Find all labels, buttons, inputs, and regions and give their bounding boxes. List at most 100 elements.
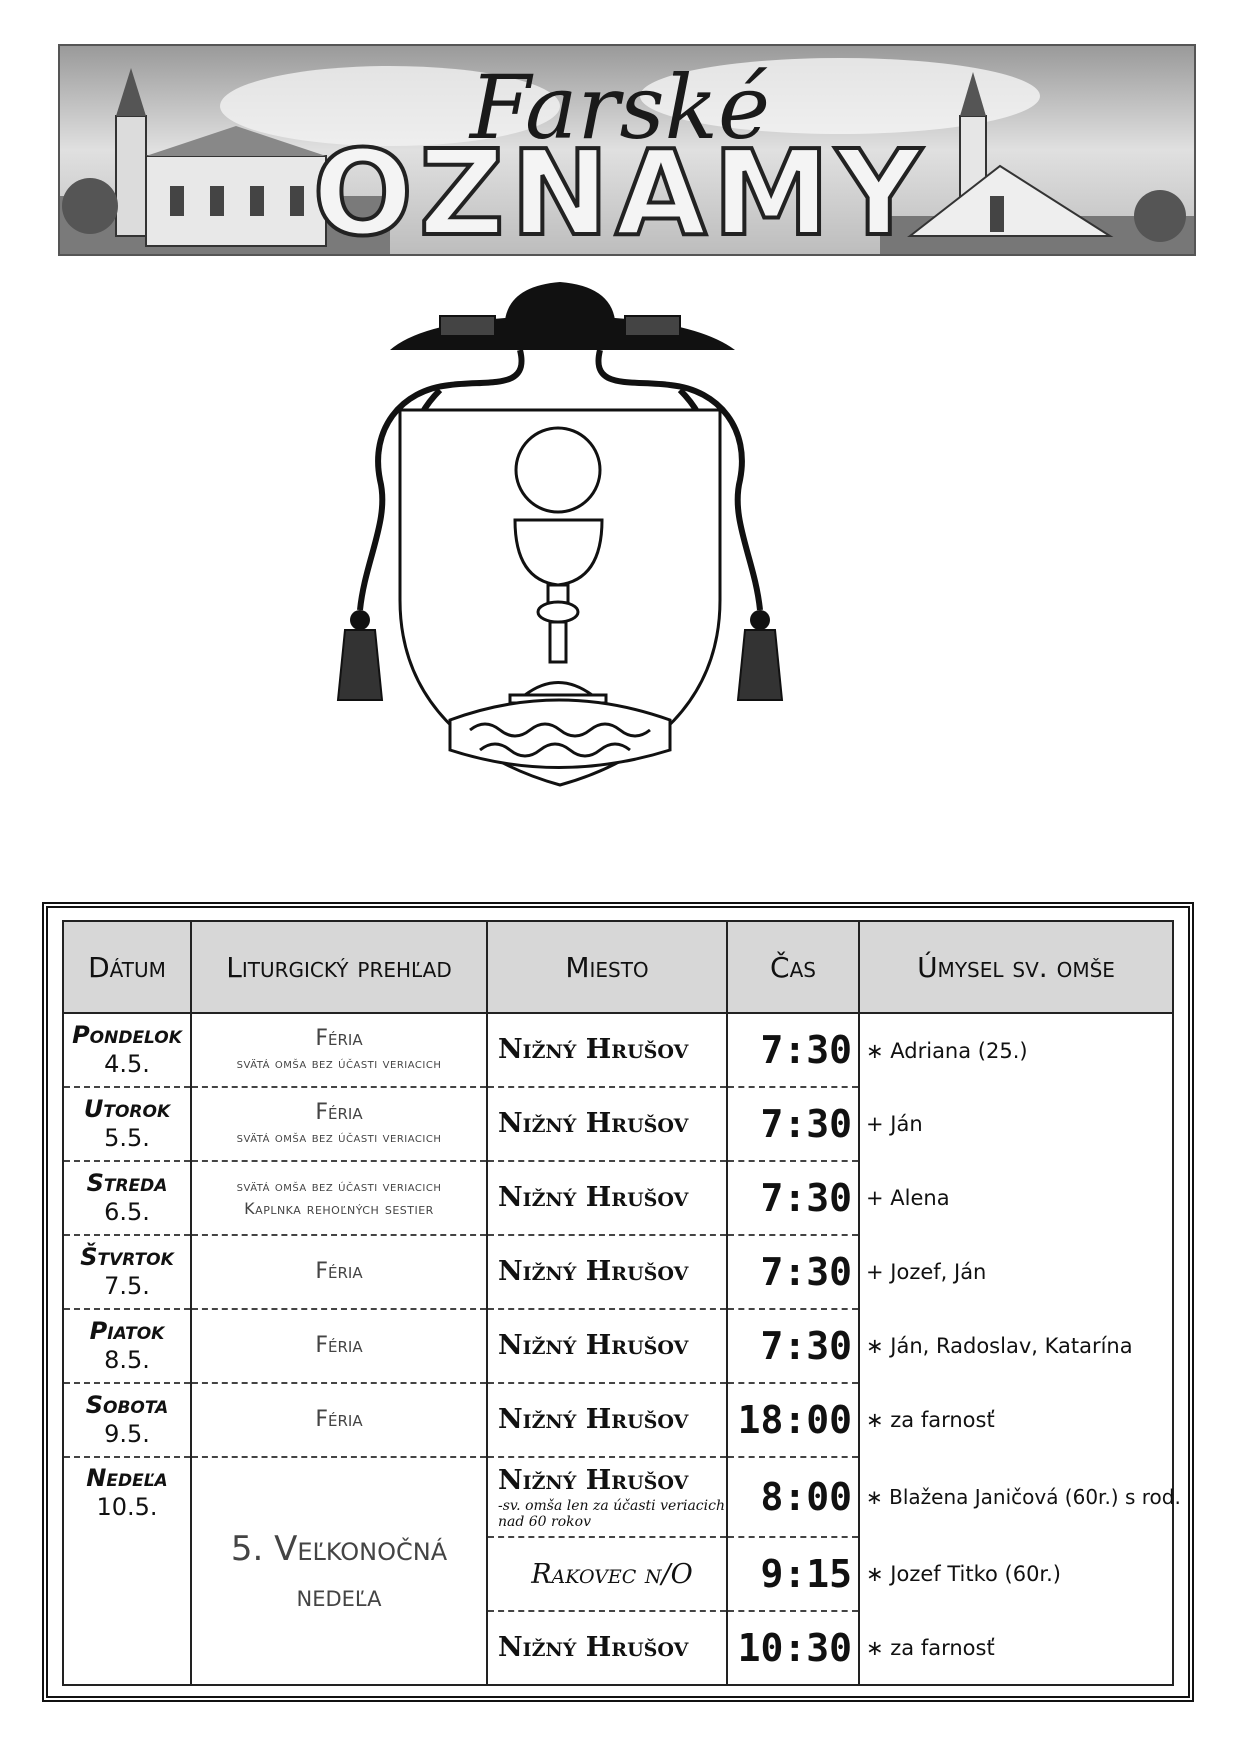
day-name: Nedeľa	[86, 1464, 168, 1492]
coat-of-arms-icon	[336, 282, 784, 787]
intention-cell: ∗ Adriana (25.)	[858, 1013, 1174, 1087]
liturgy-note: svätá omša bez účasti veriacich	[236, 1130, 442, 1146]
wave-icon	[469, 722, 651, 738]
intention-cell: + Jozef, Ján	[858, 1235, 1174, 1309]
date-cell: Nedeľa 10.5.	[62, 1457, 192, 1686]
table-row: Streda 6.5. svätá omša bez účasti veriac…	[62, 1161, 1174, 1236]
time-label: 18:00	[737, 1398, 852, 1442]
day-name: Piatok	[89, 1317, 165, 1345]
intention-label: ∗ Adriana (25.)	[866, 1038, 1028, 1063]
liturgy-cell: Féria	[190, 1309, 488, 1384]
day-date: 4.5.	[104, 1050, 150, 1078]
table-row: Pondelok 4.5. Féria svätá omša bez účast…	[62, 1013, 1174, 1088]
time-cell: 7:30	[726, 1235, 860, 1310]
place-cell: Nižný Hrušov -sv. omša len za účasti ver…	[486, 1457, 728, 1538]
place-cell: Nižný Hrušov	[486, 1383, 728, 1458]
place-cell: Nižný Hrušov	[486, 1611, 728, 1686]
place-label: Nižný Hrušov	[498, 1256, 689, 1287]
date-cell: Piatok 8.5.	[62, 1309, 192, 1384]
intention-label: + Jozef, Ján	[866, 1260, 987, 1284]
header-place: Miesto	[486, 920, 728, 1014]
tassel-right-icon	[736, 610, 784, 701]
liturgy-label: Féria	[315, 1026, 363, 1051]
header-liturgy: Liturgický prehľad	[190, 920, 488, 1014]
day-name: Sobota	[85, 1391, 169, 1419]
wave-icon	[479, 742, 631, 758]
table-row: Utorok 5.5. Féria svätá omša bez účasti …	[62, 1087, 1174, 1162]
liturgy-label: Féria	[315, 1100, 363, 1125]
place-label: Nižný Hrušov	[498, 1182, 689, 1213]
table-row: Rakovec n/O 9:15 ∗ Jozef Titko (60r.)	[63, 1537, 1174, 1612]
place-note: -sv. omša len za účasti veriacich nad 60…	[498, 1498, 725, 1530]
banner-graphic: Farské OZNAMY	[60, 46, 1194, 254]
galero-hat-icon	[390, 282, 735, 350]
table-header-row: Dátum Liturgický prehľad Miesto Čas Úmys…	[62, 920, 1174, 1014]
liturgy-cell: svätá omša bez účasti veriacich Kaplnka …	[190, 1161, 488, 1236]
hill-icon	[448, 698, 672, 769]
host-icon	[514, 426, 602, 514]
day-name: Utorok	[83, 1095, 171, 1123]
place-label: Nižný Hrušov	[498, 1108, 689, 1139]
day-date: 5.5.	[104, 1124, 150, 1152]
intention-cell: + Ján	[858, 1087, 1174, 1161]
day-name: Štvrtok	[80, 1243, 174, 1271]
time-cell: 7:30	[726, 1309, 860, 1384]
intention-label: + Ján	[866, 1112, 923, 1136]
header-time: Čas	[726, 920, 860, 1014]
intention-label: + Alena	[866, 1186, 950, 1210]
place-cell: Nižný Hrušov	[486, 1235, 728, 1310]
time-label: 7:30	[760, 1176, 852, 1220]
header-date: Dátum	[62, 920, 192, 1014]
tassel-left-icon	[336, 610, 384, 701]
liturgy-label: Féria	[315, 1407, 363, 1432]
time-label: 7:30	[760, 1028, 852, 1072]
time-label: 7:30	[760, 1250, 852, 1294]
time-cell: 7:30	[726, 1013, 860, 1088]
place-cell: Nižný Hrušov	[486, 1013, 728, 1088]
intention-cell: ∗ za farnosť	[858, 1383, 1174, 1457]
intention-label: ∗ za farnosť	[866, 1635, 995, 1660]
time-label: 7:30	[760, 1102, 852, 1146]
banner-title-main: OZNAMY	[313, 124, 928, 254]
liturgy-note: svätá omša bez účasti veriacich	[236, 1056, 442, 1072]
mass-schedule-table: Dátum Liturgický prehľad Miesto Čas Úmys…	[62, 920, 1181, 1686]
time-label: 9:15	[760, 1552, 852, 1596]
place-label: Nižný Hrušov	[498, 1330, 689, 1361]
intention-label: ∗ Ján, Radoslav, Katarína	[866, 1334, 1133, 1358]
liturgy-label: 5. Veľkonočná	[230, 1529, 448, 1569]
intention-cell: ∗ za farnosť	[858, 1611, 1174, 1686]
liturgy-label: Féria	[315, 1333, 363, 1358]
place-label: Rakovec n/O	[531, 1558, 693, 1590]
day-date: 6.5.	[104, 1198, 150, 1226]
liturgy-note-chapel: Kaplnka rehoľných sestier	[244, 1199, 434, 1218]
liturgy-cell: Féria	[190, 1383, 488, 1458]
schedule-frame: Dátum Liturgický prehľad Miesto Čas Úmys…	[42, 902, 1194, 1702]
intention-label: ∗ Jozef Titko (60r.)	[866, 1562, 1061, 1586]
place-label: Nižný Hrušov	[498, 1465, 689, 1496]
day-date: 7.5.	[104, 1272, 150, 1300]
time-label: 7:30	[760, 1324, 852, 1368]
date-cell: Sobota 9.5.	[62, 1383, 192, 1458]
intention-label: ∗ Blažena Janičová (60r.) s rod.	[866, 1485, 1181, 1509]
date-cell: Streda 6.5.	[62, 1161, 192, 1236]
liturgy-note: svätá omša bez účasti veriacich	[236, 1179, 442, 1195]
time-cell: 8:00	[726, 1457, 860, 1538]
intention-cell: ∗ Blažena Janičová (60r.) s rod.	[858, 1457, 1181, 1537]
liturgy-cell: Féria svätá omša bez účasti veriacich	[190, 1013, 488, 1088]
table-row: Piatok 8.5. Féria Nižný Hrušov 7:30 ∗ Já…	[62, 1309, 1174, 1384]
banner-title-script: Farské	[468, 56, 770, 159]
table-row: Nižný Hrušov 10:30 ∗ za farnosť	[63, 1611, 1174, 1686]
time-cell: 18:00	[726, 1383, 860, 1458]
time-cell: 7:30	[726, 1161, 860, 1236]
intention-cell: ∗ Jozef Titko (60r.)	[858, 1537, 1174, 1611]
header-banner: Farské OZNAMY	[58, 44, 1196, 256]
liturgy-label-sunday: nedeľa	[296, 1579, 382, 1614]
liturgy-cell: 5. Veľkonočná nedeľa	[190, 1457, 488, 1686]
place-cell: Nižný Hrušov	[486, 1087, 728, 1162]
time-cell: 10:30	[726, 1611, 860, 1686]
intention-cell: ∗ Ján, Radoslav, Katarína	[858, 1309, 1174, 1383]
table-row: Štvrtok 7.5. Féria Nižný Hrušov 7:30 + J…	[62, 1235, 1174, 1310]
time-cell: 7:30	[726, 1087, 860, 1162]
date-cell: Štvrtok 7.5.	[62, 1235, 192, 1310]
place-cell: Rakovec n/O	[486, 1537, 728, 1612]
